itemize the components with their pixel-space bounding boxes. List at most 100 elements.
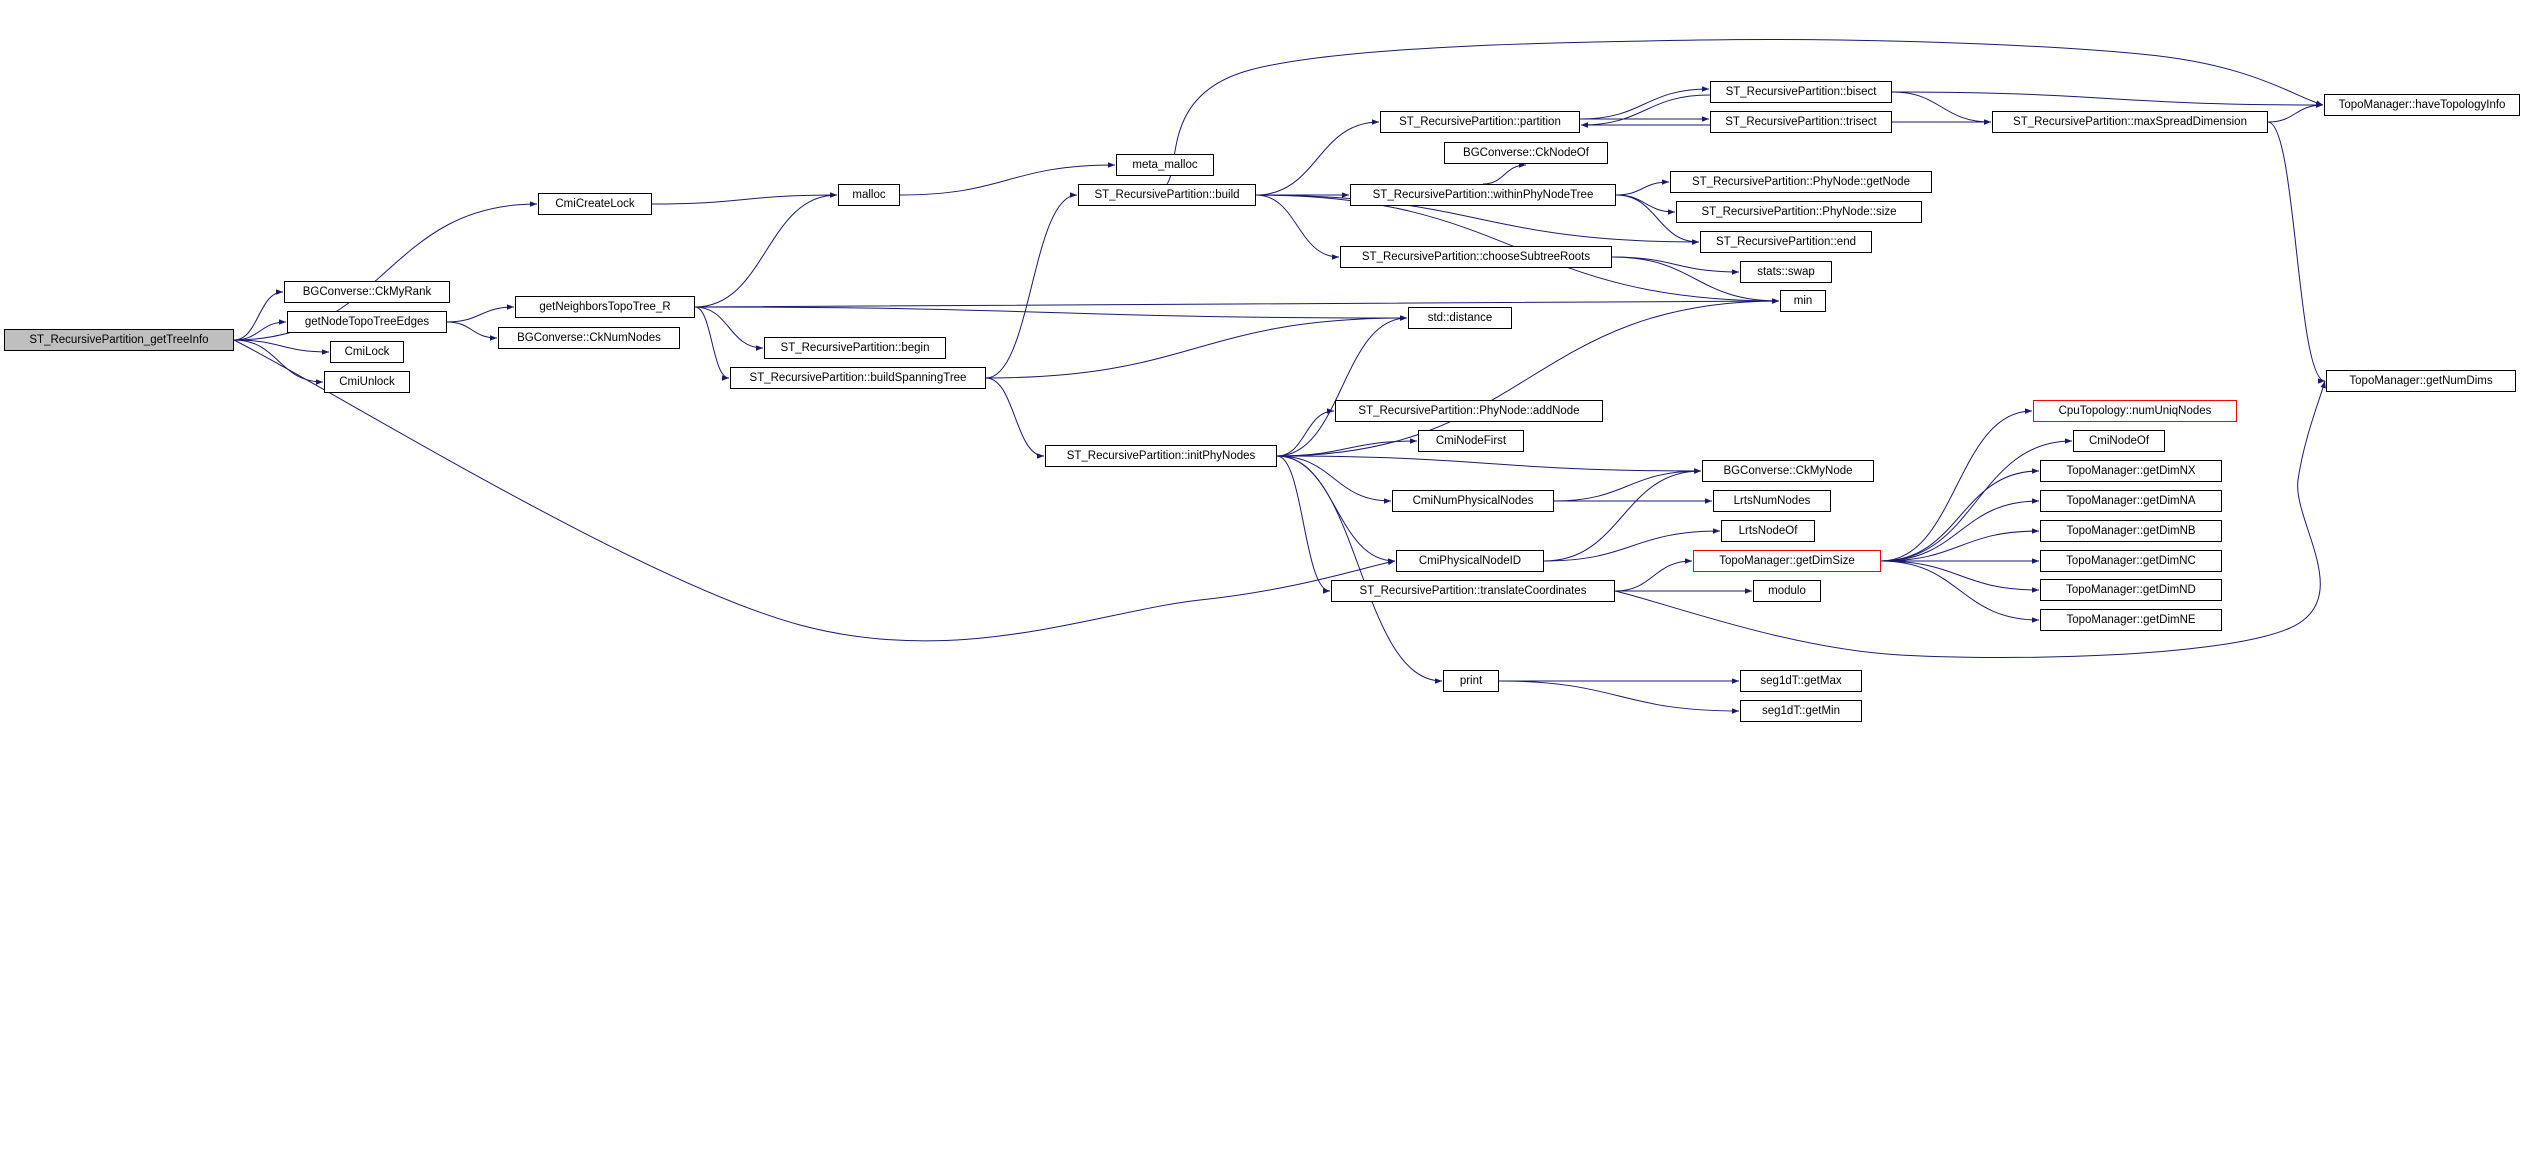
graph-edge-wpnt-to-pnsize	[1615, 194, 1676, 215]
graph-node-lrtsnodeof[interactable]: LrtsNodeOf	[1721, 520, 1815, 542]
graph-edge-build-to-havetopo	[1166, 38, 2324, 185]
graph-node-gnttr[interactable]: getNeighborsTopoTree_R	[515, 296, 695, 318]
graph-node-partition[interactable]: ST_RecursivePartition::partition	[1380, 111, 1580, 133]
graph-edge-root-to-ckmyrank	[233, 289, 284, 341]
graph-node-addnode[interactable]: ST_RecursivePartition::PhyNode::addNode	[1335, 400, 1603, 422]
graph-edge-bisect-to-maxspread	[1891, 91, 1992, 125]
graph-node-modulo[interactable]: modulo	[1753, 580, 1821, 602]
graph-node-pngetnode[interactable]: ST_RecursivePartition::PhyNode::getNode	[1670, 171, 1932, 193]
graph-node-nun[interactable]: CpuTopology::numUniqNodes	[2033, 400, 2237, 422]
graph-edge-ipn-to-tc	[1276, 455, 1331, 594]
graph-edge-ipn-to-distance	[1276, 315, 1408, 457]
graph-edge-ipn-to-cpni	[1276, 455, 1396, 564]
graph-node-cknodeof[interactable]: BGConverse::CkNodeOf	[1444, 142, 1608, 164]
graph-node-nd[interactable]: TopoManager::getDimND	[2040, 579, 2222, 601]
graph-node-cnpn[interactable]: CmiNumPhysicalNodes	[1392, 490, 1554, 512]
graph-node-distance[interactable]: std::distance	[1408, 307, 1512, 329]
graph-edge-root-to-cmiunlock	[233, 339, 324, 385]
graph-node-getmin[interactable]: seg1dT::getMin	[1740, 700, 1862, 722]
graph-node-na[interactable]: TopoManager::getDimNA	[2040, 490, 2222, 512]
graph-node-getnumdims[interactable]: TopoManager::getNumDims	[2326, 370, 2516, 392]
graph-edge-gntte-to-cknumnodes	[446, 321, 498, 341]
graph-node-cpni[interactable]: CmiPhysicalNodeID	[1396, 550, 1544, 572]
graph-edge-root-to-cmicreatelock	[233, 201, 538, 341]
graph-edge-cpni-to-lrtsnodeof	[1543, 528, 1721, 562]
graph-node-pnsize[interactable]: ST_RecursivePartition::PhyNode::size	[1676, 201, 1922, 223]
graph-node-min[interactable]: min	[1780, 290, 1826, 312]
graph-node-havetopo[interactable]: TopoManager::haveTopologyInfo	[2324, 94, 2520, 116]
graph-edge-root-to-cmilock	[233, 339, 330, 355]
graph-edge-wpnt-to-pngetnode	[1615, 179, 1670, 196]
graph-node-lrtsnumnodes[interactable]: LrtsNumNodes	[1713, 490, 1831, 512]
graph-edge-malloc-to-metamalloc	[899, 162, 1116, 196]
graph-node-begin[interactable]: ST_RecursivePartition::begin	[764, 337, 946, 359]
graph-edge-tc-to-getnumdims	[1614, 380, 2326, 659]
graph-node-build[interactable]: ST_RecursivePartition::build	[1078, 184, 1256, 206]
graph-node-cmiunlock[interactable]: CmiUnlock	[324, 371, 410, 393]
graph-edge-print-to-getmin	[1498, 680, 1740, 714]
graph-edge-gnttr-to-malloc	[694, 192, 838, 308]
graph-node-malloc[interactable]: malloc	[838, 184, 900, 206]
graph-node-nx[interactable]: TopoManager::getDimNX	[2040, 460, 2222, 482]
graph-edge-cmicreatelock-to-malloc	[651, 192, 838, 205]
graph-node-getmax[interactable]: seg1dT::getMax	[1740, 670, 1862, 692]
graph-node-print[interactable]: print	[1443, 670, 1499, 692]
graph-edge-bisect-to-havetopo	[1891, 91, 2324, 108]
graph-edge-getdimsize-to-nb	[1880, 528, 2040, 562]
graph-edge-ipn-to-ckmynode	[1276, 455, 1702, 474]
graph-edge-ipn-to-addnode	[1276, 408, 1335, 457]
graph-edge-maxspread-to-havetopo	[2267, 102, 2324, 123]
graph-edge-build-to-partition	[1255, 119, 1380, 196]
graph-edge-gntte-to-gnttr	[446, 304, 515, 323]
graph-edge-bst-to-ipn	[985, 377, 1045, 459]
graph-edge-gnttr-to-begin	[694, 306, 764, 351]
graph-node-gntte[interactable]: getNodeTopoTreeEdges	[287, 311, 447, 333]
graph-node-metamalloc[interactable]: meta_malloc	[1116, 154, 1214, 176]
graph-node-csr[interactable]: ST_RecursivePartition::chooseSubtreeRoot…	[1340, 246, 1612, 268]
graph-node-cminodefirst[interactable]: CmiNodeFirst	[1418, 430, 1524, 452]
graph-edge-build-to-csr	[1255, 194, 1340, 260]
graph-node-swap[interactable]: stats::swap	[1740, 261, 1832, 283]
graph-node-ipn[interactable]: ST_RecursivePartition::initPhyNodes	[1045, 445, 1277, 467]
graph-node-maxspread[interactable]: ST_RecursivePartition::maxSpreadDimensio…	[1992, 111, 2268, 133]
graph-edge-root-to-gntte	[233, 319, 287, 341]
graph-edge-bst-to-distance	[985, 315, 1408, 379]
graph-node-cknumnodes[interactable]: BGConverse::CkNumNodes	[498, 327, 680, 349]
graph-node-bisect[interactable]: ST_RecursivePartition::bisect	[1710, 81, 1892, 103]
graph-edge-getdimsize-to-nx	[1880, 468, 2040, 562]
graph-node-ne[interactable]: TopoManager::getDimNE	[2040, 609, 2222, 631]
graph-edge-getdimsize-to-ne	[1880, 560, 2040, 623]
graph-edge-root-to-cpni	[233, 339, 1396, 642]
graph-node-bst[interactable]: ST_RecursivePartition::buildSpanningTree	[730, 367, 986, 389]
graph-edge-getdimsize-to-na	[1880, 498, 2040, 562]
graph-edge-bisect-to-partition	[1580, 94, 1711, 128]
graph-edge-ipn-to-cminodefirst	[1276, 438, 1418, 457]
graph-node-nc[interactable]: TopoManager::getDimNC	[2040, 550, 2222, 572]
graph-edge-wpnt-to-cknodeof	[1482, 162, 1527, 185]
graph-edge-maxspread-to-getnumdims	[2267, 121, 2326, 384]
graph-edge-tc-to-getdimsize	[1614, 558, 1693, 592]
graph-edge-cnpn-to-ckmynode	[1553, 468, 1702, 502]
graph-node-ckmynode[interactable]: BGConverse::CkMyNode	[1702, 460, 1874, 482]
graph-node-cmicreatelock[interactable]: CmiCreateLock	[538, 193, 652, 215]
graph-node-wpnt[interactable]: ST_RecursivePartition::withinPhyNodeTree	[1350, 184, 1616, 206]
graph-edge-gnttr-to-min	[694, 298, 1780, 308]
graph-edge-ipn-to-cnpn	[1276, 455, 1392, 504]
graph-node-root: ST_RecursivePartition_getTreeInfo	[4, 329, 234, 351]
graph-edge-gnttr-to-distance	[694, 306, 1408, 321]
graph-edge-gnttr-to-bst	[694, 306, 730, 381]
graph-node-cminodeof[interactable]: CmiNodeOf	[2073, 430, 2165, 452]
graph-edge-getdimsize-to-cminodeof	[1880, 438, 2073, 562]
graph-node-end[interactable]: ST_RecursivePartition::end	[1700, 231, 1872, 253]
graph-node-tc[interactable]: ST_RecursivePartition::translateCoordina…	[1331, 580, 1615, 602]
graph-node-nb[interactable]: TopoManager::getDimNB	[2040, 520, 2222, 542]
graph-edge-csr-to-min	[1611, 256, 1780, 304]
graph-edge-ipn-to-min	[1276, 298, 1780, 457]
graph-node-getdimsize[interactable]: TopoManager::getDimSize	[1693, 550, 1881, 572]
graph-node-trisect[interactable]: ST_RecursivePartition::trisect	[1710, 111, 1892, 133]
graph-node-cmilock[interactable]: CmiLock	[330, 341, 404, 363]
graph-node-ckmyrank[interactable]: BGConverse::CkMyRank	[284, 281, 450, 303]
graph-edge-getdimsize-to-nd	[1880, 560, 2040, 593]
